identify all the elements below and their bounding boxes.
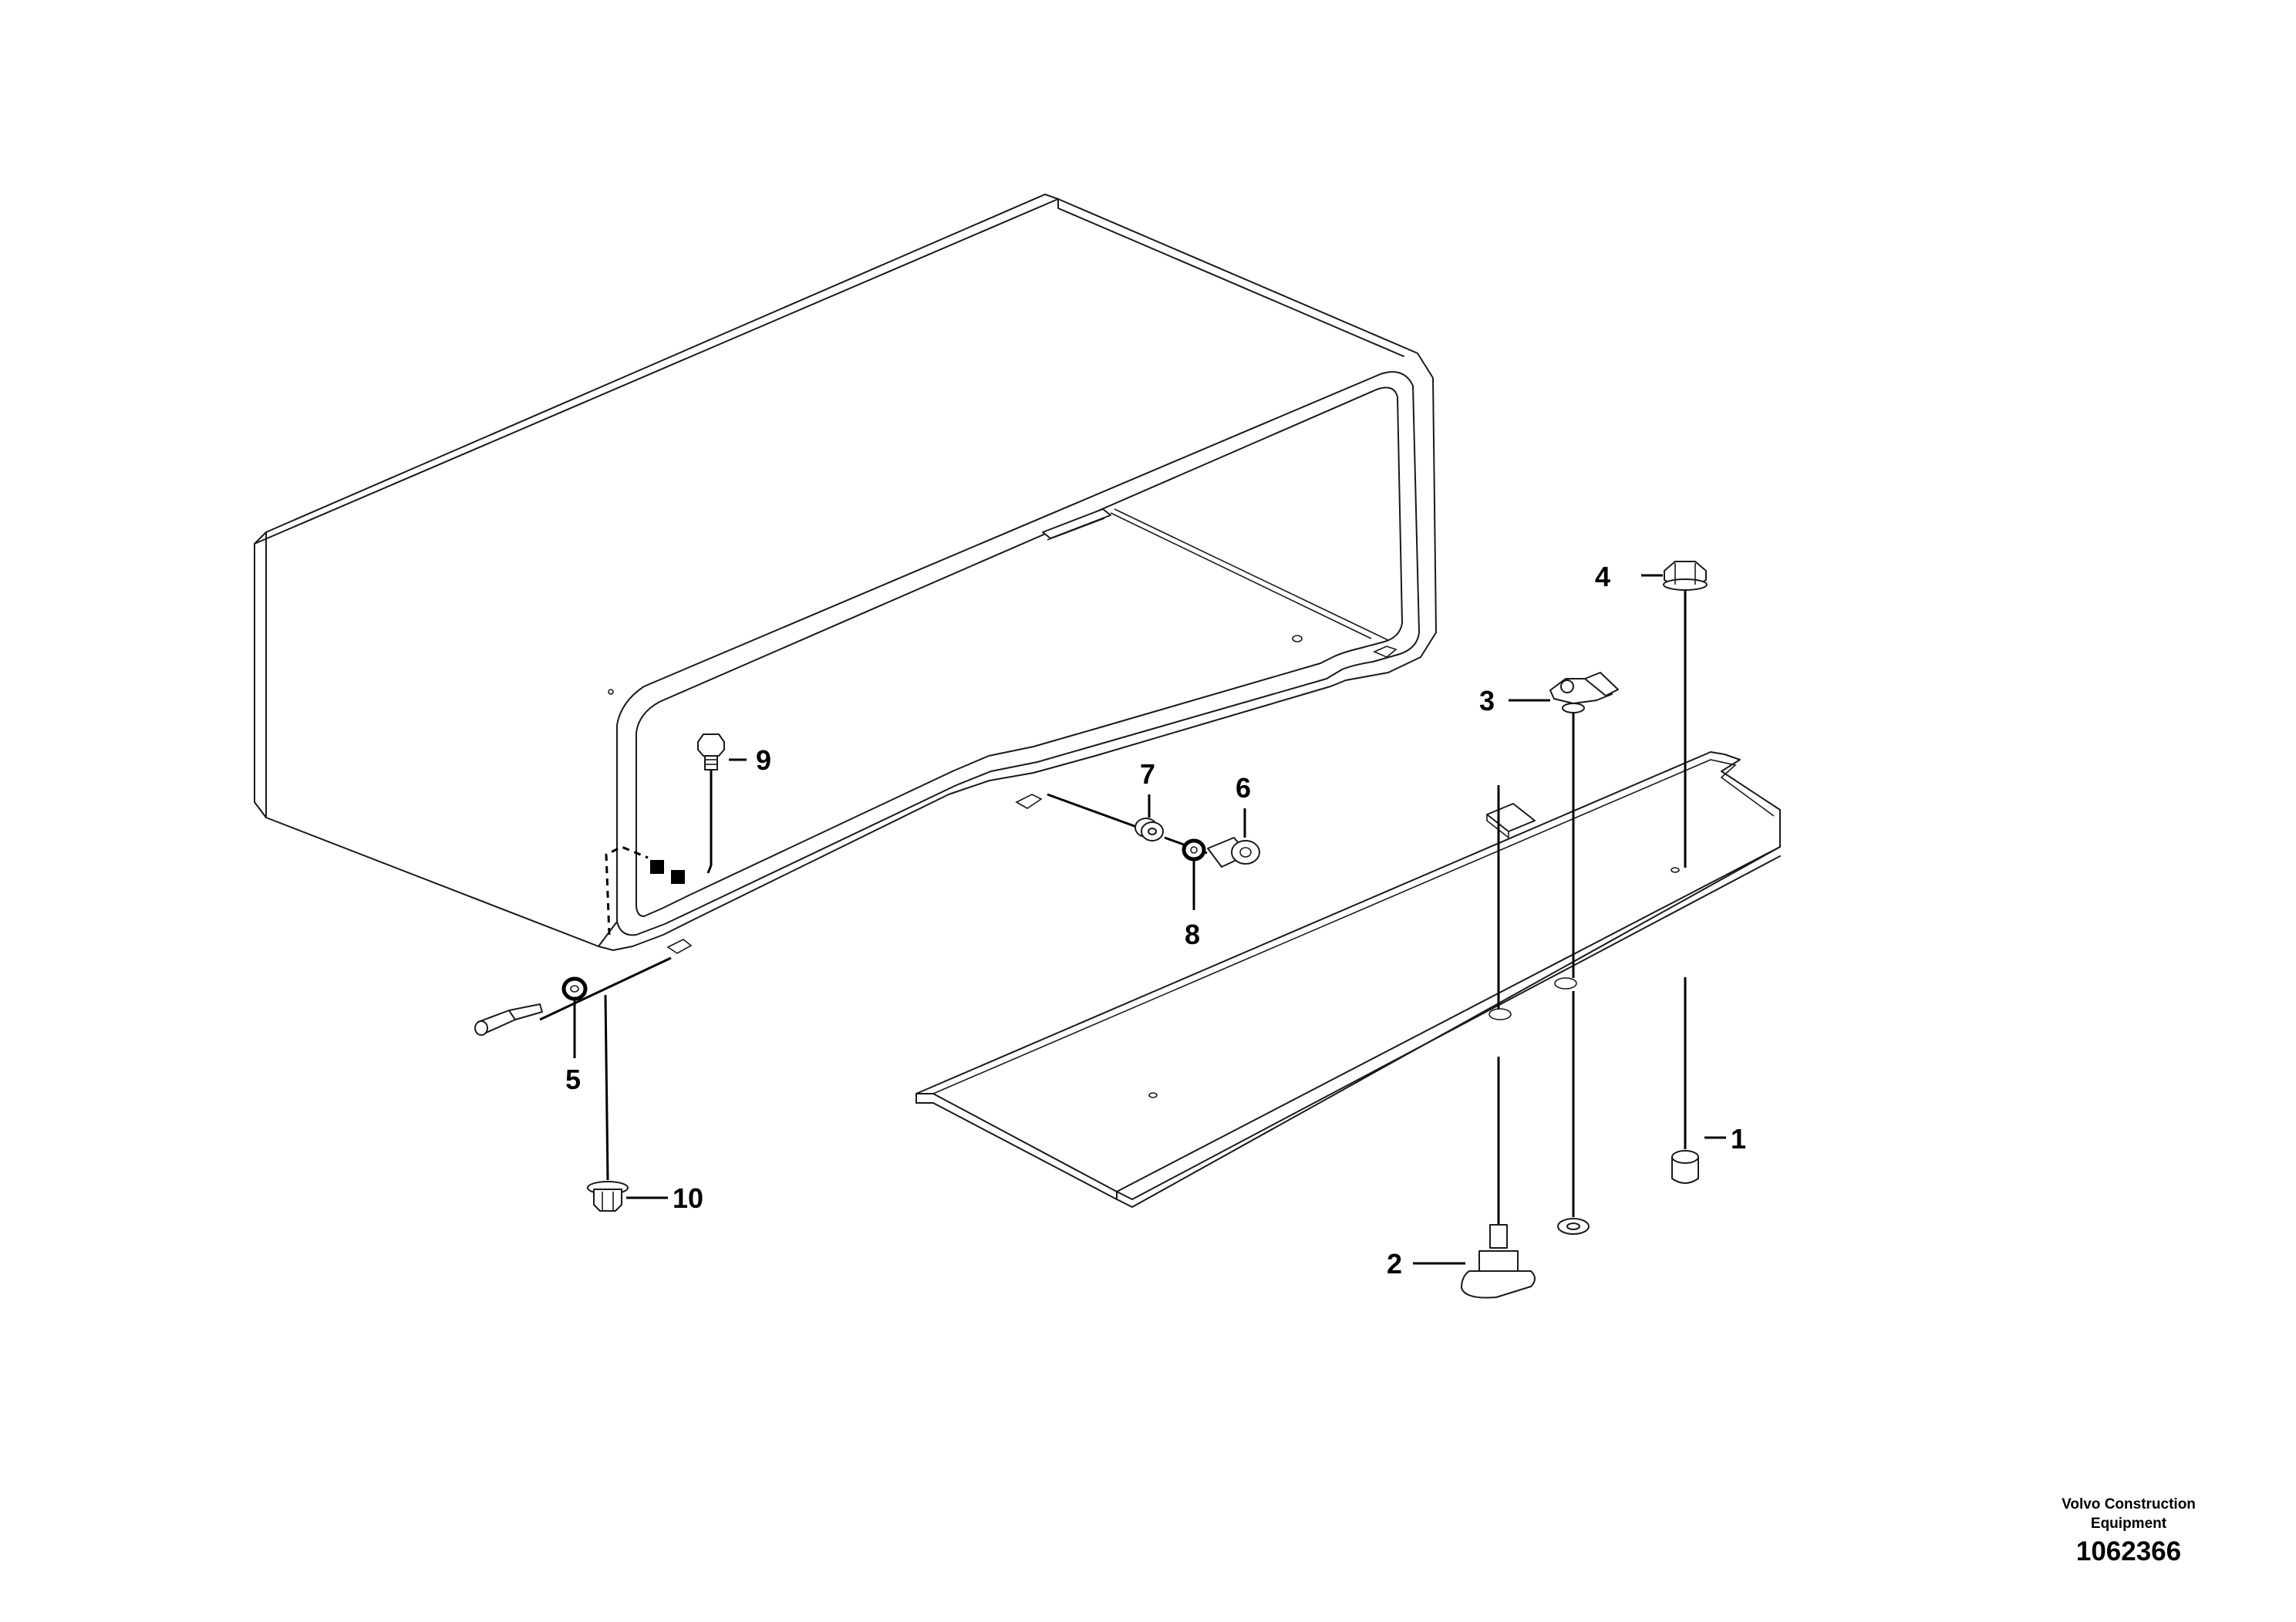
latch-catch-3	[1549, 672, 1619, 713]
spacer-7	[1135, 818, 1164, 841]
callout-leaders	[573, 574, 1726, 1265]
flange-nut-10	[587, 1181, 629, 1212]
callout-3: 3	[1479, 685, 1495, 717]
washer-lower	[1557, 1218, 1590, 1235]
callout-10: 10	[673, 1182, 703, 1214]
callout-9: 9	[756, 744, 771, 776]
callout-1: 1	[1731, 1123, 1746, 1155]
callout-4: 4	[1595, 561, 1610, 592]
pin-5	[474, 1003, 543, 1036]
flange-nut-4	[1663, 561, 1708, 591]
drawing-number: 1062366	[2075, 1536, 2182, 1566]
storage-box	[254, 194, 1437, 954]
nut-1	[1671, 1150, 1699, 1184]
washer-8	[1182, 838, 1206, 862]
callout-6: 6	[1236, 772, 1251, 804]
callout-8: 8	[1185, 919, 1200, 950]
callout-numbers: 4 3 1 2 9 7 6 8 5 10	[565, 561, 1746, 1280]
marker-square-1	[650, 860, 664, 874]
leader-lines	[539, 589, 1687, 1226]
shoulder-bolt-6	[1207, 837, 1260, 868]
callout-5: 5	[565, 1064, 581, 1095]
bolt-9	[697, 733, 725, 771]
callout-7: 7	[1140, 758, 1155, 790]
lid-plate	[915, 751, 1781, 1208]
washer-5	[561, 976, 588, 1001]
brand-name: Volvo Construction Equipment	[2062, 1496, 2196, 1532]
t-handle-lock-2	[1461, 1224, 1536, 1299]
callout-2: 2	[1387, 1248, 1402, 1280]
marker-square-2	[671, 870, 685, 884]
